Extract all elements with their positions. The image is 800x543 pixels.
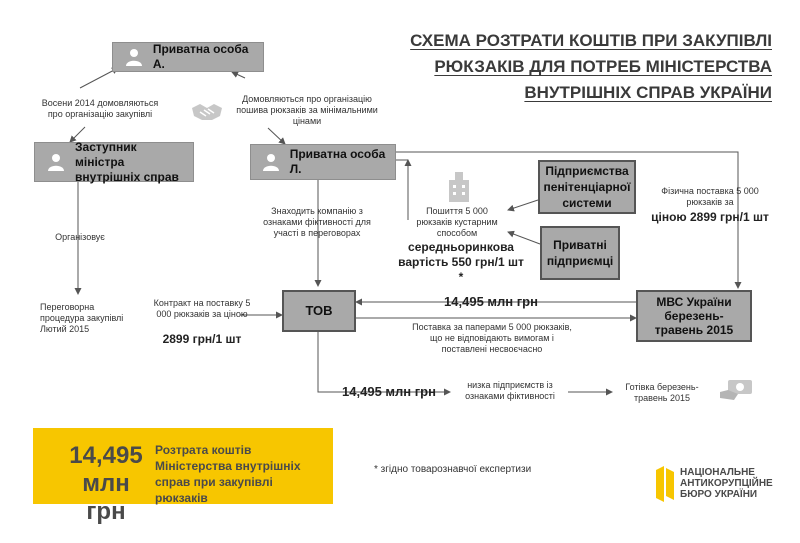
note-procedure: Переговорна процедура закупівлі Лютий 20… bbox=[40, 302, 124, 334]
note-contract: Контракт на поставку 5 000 рюкзаків за ц… bbox=[153, 298, 251, 319]
title-line-3: ВНУТРІШНІХ СПРАВ УКРАЇНИ bbox=[524, 83, 772, 102]
note-autumn-agreement: Восени 2014 домовляються про організацію… bbox=[41, 98, 159, 119]
node-label: Приватна особа А. bbox=[152, 42, 249, 71]
nabu-logo-icon bbox=[656, 466, 674, 502]
handshake-icon bbox=[190, 100, 224, 129]
page-title: СХЕМА РОЗТРАТИ КОШТІВ ПРИ ЗАКУПІВЛІ РЮКЗ… bbox=[410, 28, 772, 106]
node-person-a: Приватна особа А. bbox=[112, 42, 264, 72]
note-footnote: * згідно товарознавчої експертизи bbox=[374, 464, 532, 475]
summary-panel: 14,495 млн грн Розтрата коштів Міністерс… bbox=[33, 428, 333, 525]
node-label: МВС України березень-травень 2015 bbox=[654, 295, 734, 337]
cash-icon bbox=[720, 378, 754, 407]
note-agree-sewing: Домовляються про організацію пошива рюкз… bbox=[236, 94, 378, 126]
note-finds-company: Знаходить компанію з ознаками фіктивност… bbox=[263, 206, 371, 238]
note-physical-delivery: Фізична поставка 5 000 рюкзаків за bbox=[661, 186, 759, 207]
node-label: Підприємства пенітенціарної системи bbox=[543, 164, 631, 210]
node-deputy-minister: Заступник міністра внутрішніх справ bbox=[34, 139, 194, 184]
note-fictive-companies: низка підприємств із ознаками фіктивност… bbox=[465, 380, 555, 401]
node-label: Приватні підприємці bbox=[546, 238, 614, 268]
note-organizes: Організовує bbox=[55, 232, 105, 242]
note-amount-mvs-tov: 14,495 млн грн bbox=[444, 294, 538, 309]
node-person-l: Приватна особа Л. bbox=[250, 144, 396, 180]
nabu-logo-line-1: НАЦІОНАЛЬНЕ bbox=[680, 467, 755, 478]
node-private-entrepreneurs: Приватні підприємці bbox=[540, 226, 620, 280]
node-label: ТОВ bbox=[305, 303, 333, 318]
title-line-1: СХЕМА РОЗТРАТИ КОШТІВ ПРИ ЗАКУПІВЛІ bbox=[410, 31, 772, 50]
nabu-logo: НАЦІОНАЛЬНЕ АНТИКОРУПЦІЙНЕ БЮРО УКРАЇНИ bbox=[654, 464, 774, 504]
node-penitentiary: Підприємства пенітенціарної системи bbox=[538, 160, 636, 214]
note-contract-price: 2899 грн/1 шт bbox=[162, 332, 242, 346]
person-icon bbox=[43, 153, 69, 171]
person-icon bbox=[121, 48, 147, 66]
node-mvs: МВС України березень-травень 2015 bbox=[636, 290, 752, 342]
note-cash: Готівка березень-травень 2015 bbox=[625, 382, 699, 403]
node-label: Приватна особа Л. bbox=[289, 147, 386, 176]
node-label: Заступник міністра внутрішніх справ bbox=[75, 139, 179, 184]
summary-amount: 14,495 млн грн bbox=[69, 442, 143, 525]
factory-icon bbox=[447, 172, 471, 207]
note-sewing-price: середньоринкова вартість 550 грн/1 шт * bbox=[398, 240, 524, 284]
note-sewing: Пошиття 5 000 рюкзаків кустарним способо… bbox=[416, 206, 498, 238]
nabu-logo-line-3: БЮРО УКРАЇНИ bbox=[680, 489, 758, 500]
nabu-logo-line-2: АНТИКОРУПЦІЙНЕ bbox=[680, 478, 773, 489]
title-line-2: РЮКЗАКІВ ДЛЯ ПОТРЕБ МІНІСТЕРСТВА bbox=[434, 57, 772, 76]
person-icon bbox=[259, 153, 284, 171]
note-paper-delivery: Поставка за паперами 5 000 рюкзаків, що … bbox=[412, 322, 572, 354]
note-amount-tov-fictive: 14,495 млн грн bbox=[342, 384, 436, 399]
summary-text: Розтрата коштів Міністерства внутрішніх … bbox=[155, 443, 301, 505]
node-tov: ТОВ bbox=[282, 290, 356, 332]
note-physical-price: ціною 2899 грн/1 шт bbox=[651, 210, 769, 224]
